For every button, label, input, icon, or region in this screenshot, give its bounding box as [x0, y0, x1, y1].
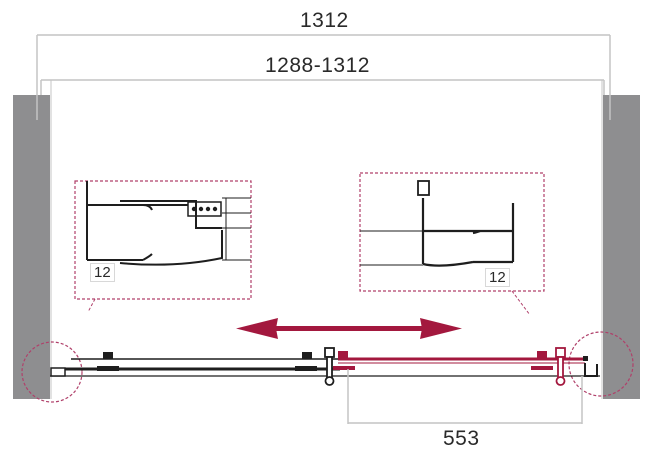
right-wall: [603, 95, 640, 399]
range-dimension-line: [40, 79, 605, 95]
adjustable-range-label: 1288-1312: [265, 54, 370, 77]
roller-red-right: [531, 351, 553, 370]
detail-right: [359, 172, 545, 316]
handle-left: [324, 347, 335, 386]
opening-dimension-line: [347, 369, 583, 424]
fixed-panel: [50, 358, 600, 377]
opening-width-label: 553: [443, 427, 480, 450]
left-wall: [13, 95, 50, 399]
sliding-panel: [338, 357, 585, 364]
handle-right: [555, 347, 566, 386]
magnifier-left: [21, 341, 83, 403]
right-wall-profile: [584, 363, 598, 377]
magnifier-right: [568, 331, 634, 397]
detail-right-label: 12: [485, 268, 510, 287]
overall-width-label: 1312: [300, 9, 349, 32]
roller-red-left: [333, 351, 355, 370]
roller-left: [97, 352, 119, 371]
overall-dimension-line: [36, 34, 611, 120]
sliding-direction-arrow: [236, 318, 462, 339]
roller-middle: [295, 352, 317, 371]
detail-left-label: 12: [90, 263, 115, 282]
detail-left: [74, 180, 252, 313]
